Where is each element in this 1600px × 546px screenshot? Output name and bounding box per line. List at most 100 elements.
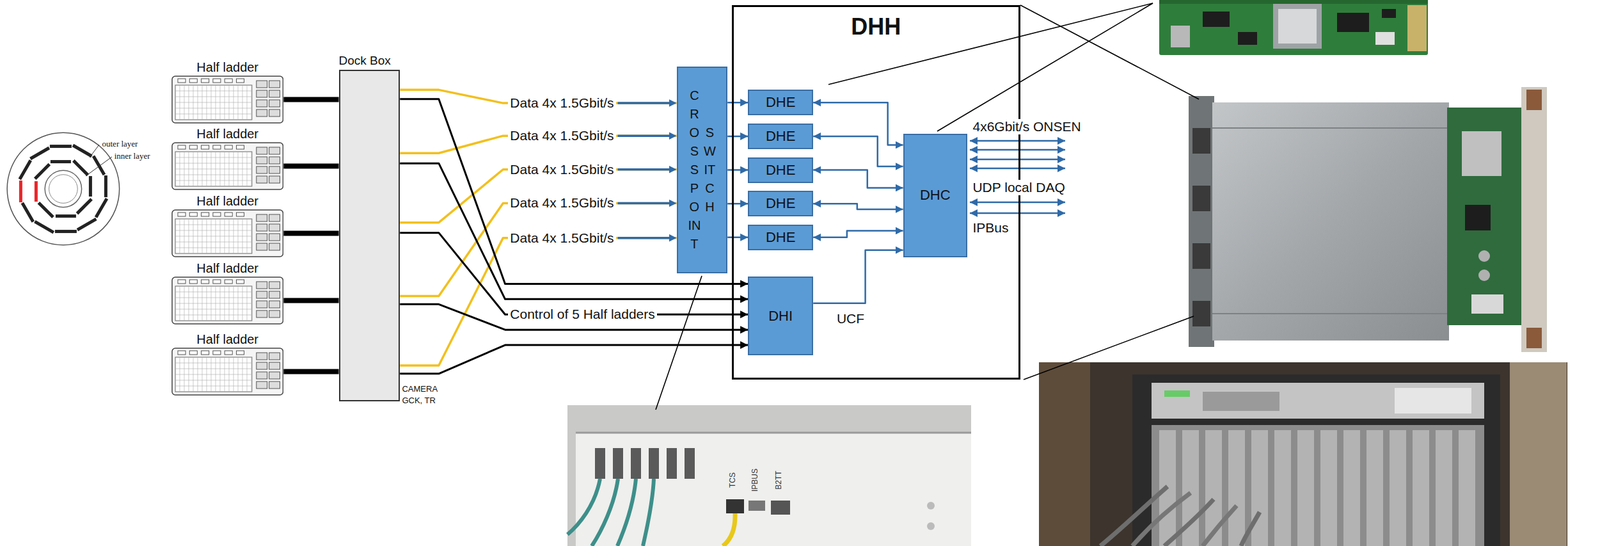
ladder-graphic [175,113,253,114]
ladder-cable [283,163,339,169]
link-label: Data 4x 1.5Gbit/s [507,95,616,111]
ladder-graphic [213,279,221,284]
crosspoint-switch-photo [612,447,624,479]
rack-photo [1297,429,1315,546]
dhe-box: DHE [747,123,814,150]
leader-line [1023,316,1194,380]
detector-cross-section [76,217,98,231]
dhh-board-photo [1188,87,1547,352]
crosspoint-switch-photo [748,500,766,511]
link-label: 4x6Gbit/s ONSEN [971,118,1082,135]
signal-arrow [617,236,672,240]
crosspoint-switch-photo [567,478,601,535]
signal-arrow [813,250,903,304]
output-link-arrow [969,201,1066,204]
detector-cross-section [44,170,82,207]
leader-line [937,3,1153,132]
ladder-graphic [224,145,233,150]
ladder-graphic [175,107,253,109]
signal-arrow [727,135,748,138]
detector-cross-section [55,229,77,233]
ladder-graphic [201,212,210,217]
ladder-graphic [269,381,281,389]
rack-photo [1202,391,1280,411]
dhh-board-photo [1471,294,1504,314]
crosspoint-switch-photo [630,447,642,479]
ladder-graphic [213,212,221,217]
readout-board-photo [1159,0,1428,56]
dhh-board-photo [1192,127,1211,154]
crosspoint-switch-photo [684,447,695,479]
ladder-graphic [269,362,281,370]
dhe-box: DHE [747,190,814,217]
rack-photo [1343,429,1361,546]
dhh-board-photo [1461,131,1502,176]
dhe-box: DHE [747,224,814,251]
signal-arrow [727,202,748,205]
rack-photo [1435,429,1453,546]
half-ladder: Half ladder [171,126,284,191]
ladder-graphic [175,385,253,387]
crosspoint-switch: CROSSPOINTSWITCH [676,66,729,274]
port-label: TCS [728,472,737,488]
half-ladder: Half ladder [171,59,284,124]
ladder-graphic [175,236,253,237]
box-heading: Half ladder [171,260,284,276]
output-link-arrow [969,167,1066,170]
dock-box-frame [339,69,401,402]
detector-cross-section [18,159,32,180]
box-label: DHE [765,94,796,111]
crosspoint-switch-photo [770,500,791,515]
readout-board-photo [1278,8,1317,44]
ladder-graphic [269,90,281,98]
signal-arrow [813,102,903,145]
ladder-graphic [236,279,244,284]
ladder-graphic [256,233,268,241]
signal-arrow [813,230,903,237]
ladder-cable [283,230,339,237]
layer-label: inner layer [114,150,151,162]
ladder-graphic [175,156,253,158]
rack-photo [1132,492,1191,546]
data-fibre [399,202,677,296]
output-link-arrow [969,158,1066,161]
vertical-label: CROSSPOINT [687,86,701,254]
ladder-graphic [256,352,268,360]
ladder-cable [283,96,339,102]
rack-photo [1274,429,1292,546]
link-label: Data 4x 1.5Gbit/s [507,195,616,211]
vertical-label: SWITCH [703,123,716,217]
rack-photo [1389,429,1407,546]
crosspoint-switch-photo [591,478,618,546]
crosspoint-switch-photo [722,513,736,546]
rack-photo [1458,429,1476,546]
ladder-graphic [172,348,283,395]
ladder-cable [283,369,339,375]
dhh-board-photo [1212,312,1450,315]
readout-board-photo [1202,11,1230,27]
ladder-graphic [175,362,253,364]
ladder-graphic [269,166,281,174]
ladder-graphic [175,374,253,375]
box-label: DHE [765,229,796,246]
ladder-graphic [256,147,268,155]
detector-cross-section [72,143,93,158]
link-label: Data 4x 1.5Gbit/s [507,127,616,144]
ladder-graphic [256,214,268,222]
detector-cross-section [7,132,119,245]
ladder-graphic [256,175,268,183]
ladder-graphic [175,218,253,254]
rack-photo [1228,429,1245,546]
detector-cross-section [49,144,72,148]
leader-line [1020,5,1199,100]
signal-name: CAMERA [401,383,438,394]
rack-photo [1100,486,1168,546]
ladder-graphic [256,310,268,318]
rack-photo [1509,362,1567,546]
ladder-graphic [269,223,281,231]
dhh-board-photo [1188,95,1215,347]
box-heading: Half ladder [171,193,284,209]
ladder-graphic [269,214,281,222]
rack-photo [1038,362,1091,546]
